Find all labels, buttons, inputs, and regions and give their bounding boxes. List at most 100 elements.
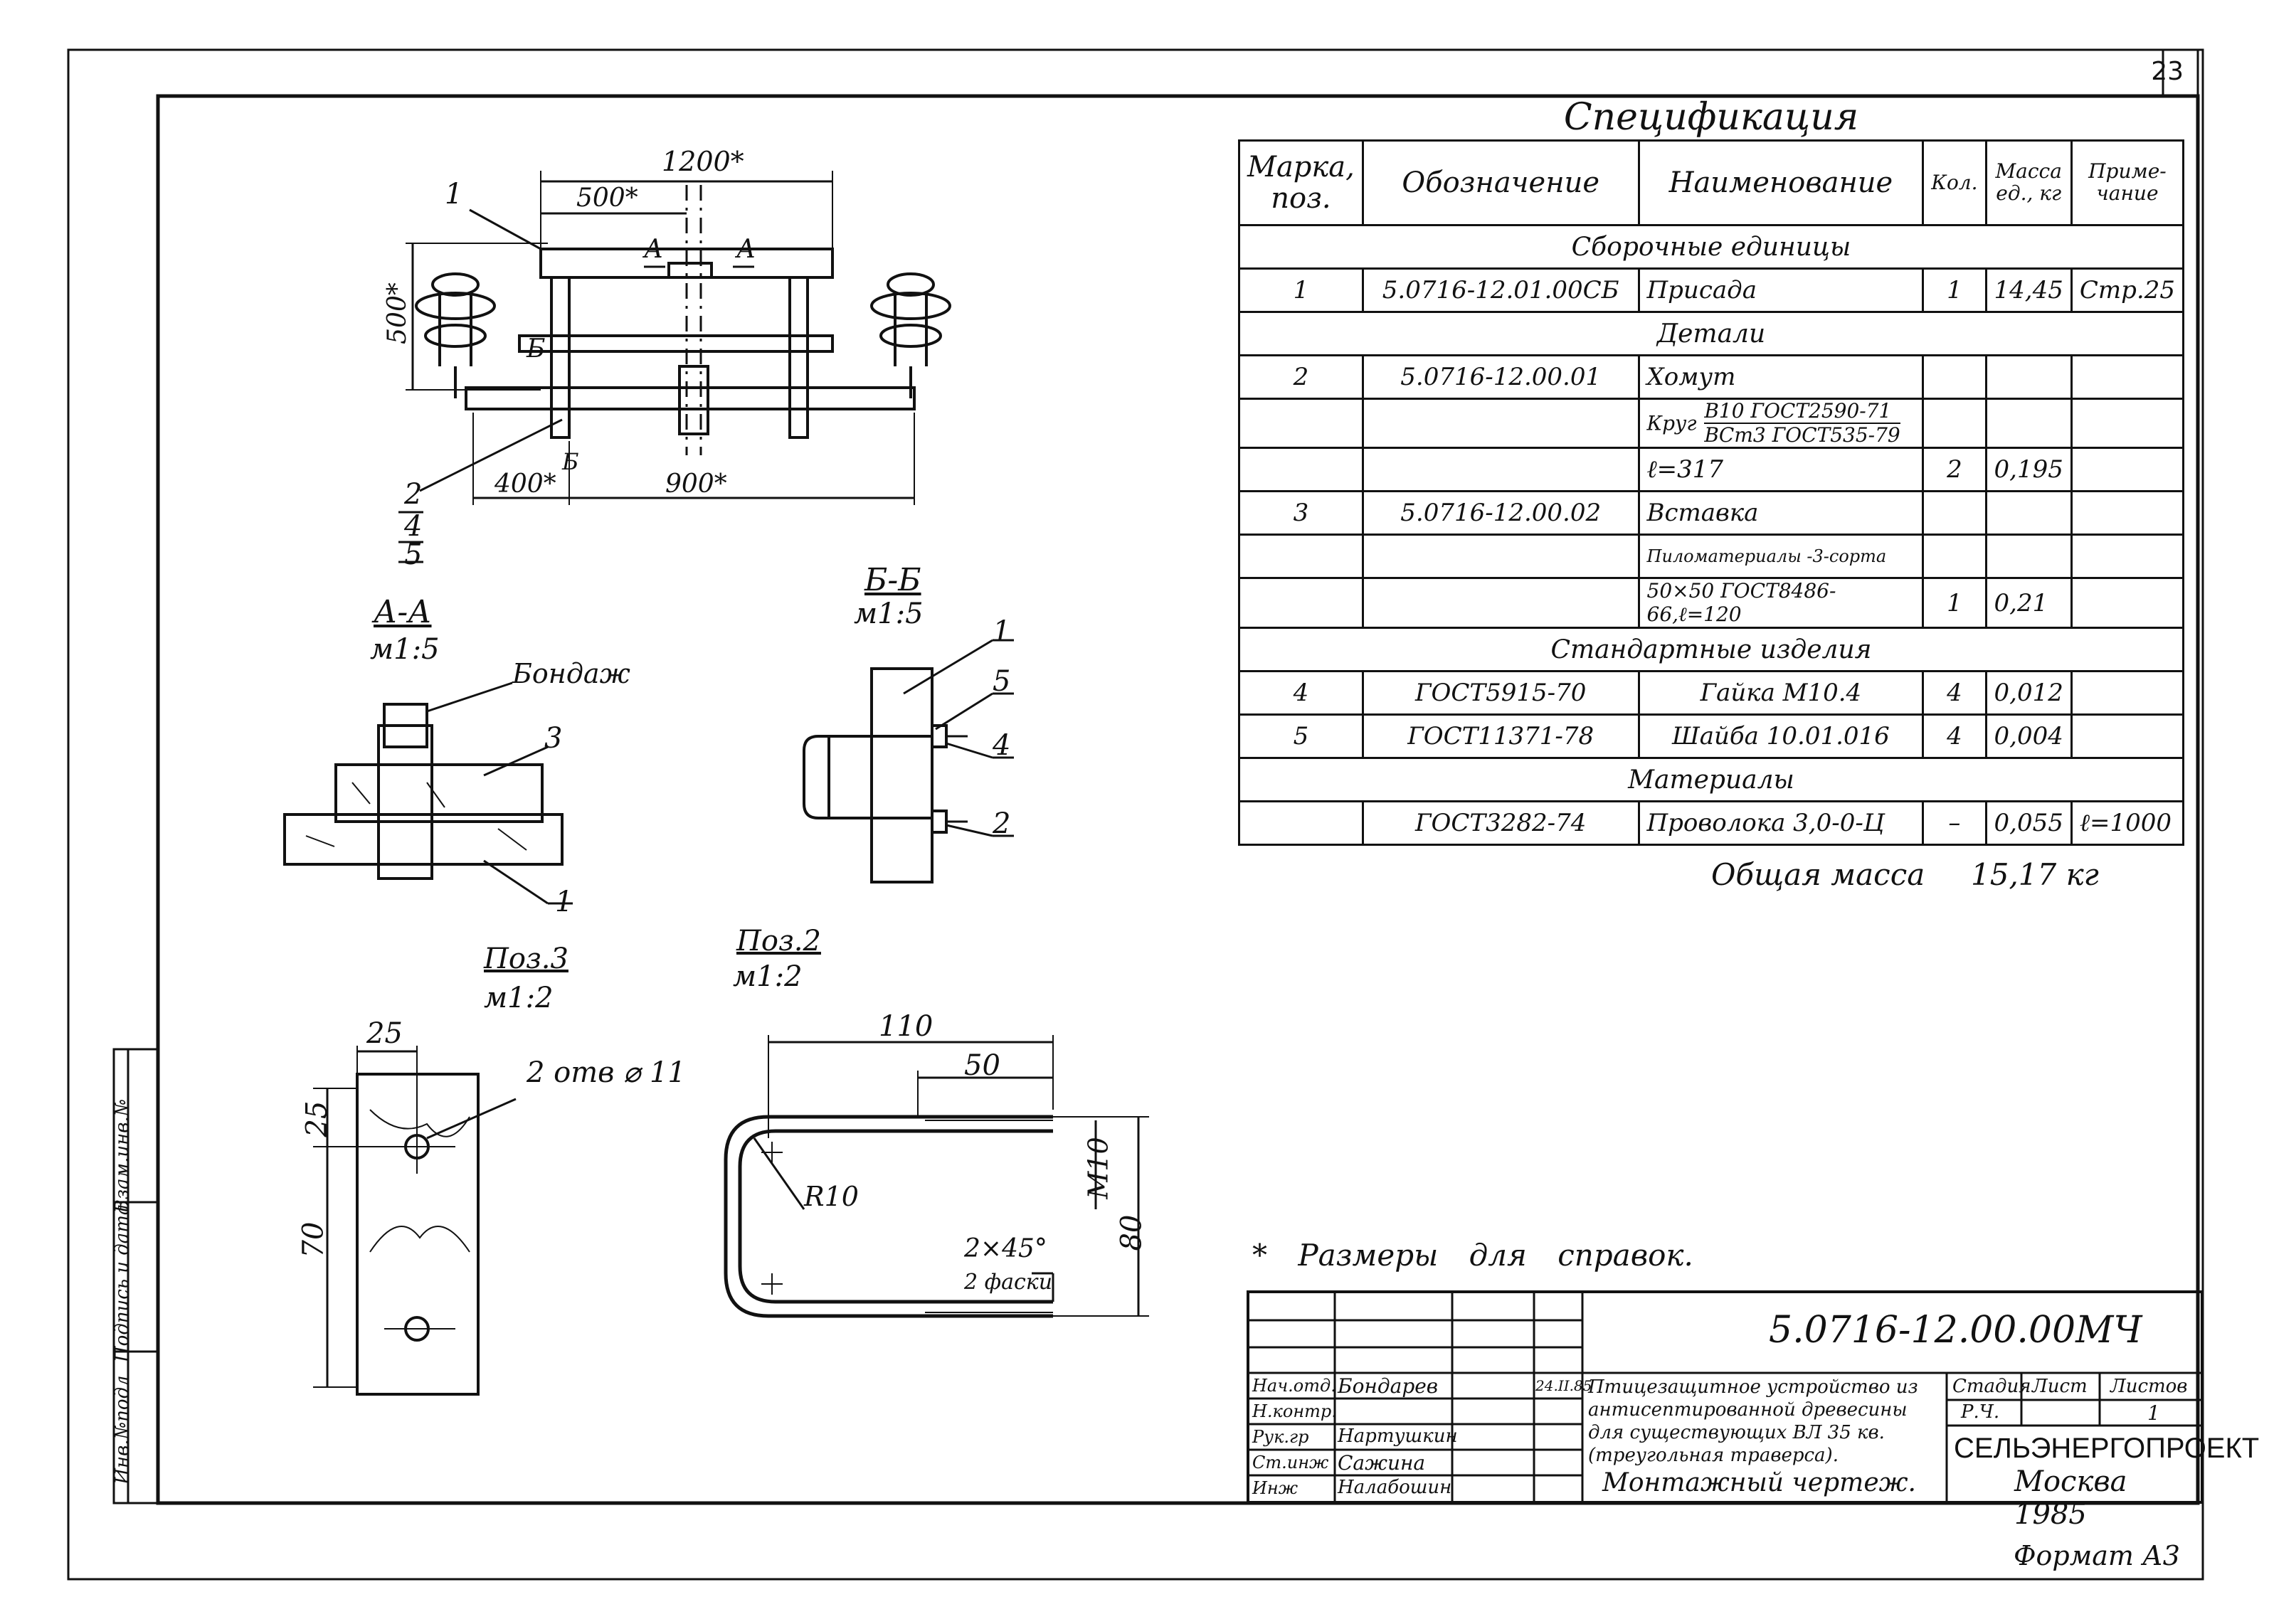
section-standard: Стандартные изделия [1238, 627, 2184, 673]
pos2-thread: 50 [964, 1049, 1000, 1082]
role-name: Бондарев [1338, 1374, 1439, 1398]
row-mass: 0,21 [1984, 577, 2073, 630]
col-mass: Масса ед., кг [1984, 139, 2073, 226]
row-note: Стр.25 [2070, 267, 2185, 313]
aa-pos3: 3 [544, 722, 563, 755]
stamp-sign: Подпись и дата [112, 1204, 133, 1362]
pos3-holes: 2 отв ⌀ 11 [527, 1056, 686, 1089]
pos2-m10: М10 [1082, 1137, 1114, 1199]
label-sec-a2: А [736, 235, 756, 264]
row-name-prefix: Круг [1646, 411, 1697, 435]
row-qty: 1 [1922, 267, 1987, 313]
table-row: Пиломатериалы -3-сорта [1238, 534, 2185, 580]
role-label: Ст.инж [1252, 1453, 1329, 1472]
stamp-inv-podl: Инв.№подл [112, 1375, 133, 1485]
label-pos4: 4 [404, 510, 423, 543]
pos3-length: 70 [297, 1221, 330, 1258]
row-code: ГОСТ3282-74 [1361, 800, 1640, 847]
bb-pos1: 1 [993, 615, 1011, 648]
pos2-height: 80 [1115, 1214, 1148, 1251]
row-mark: 3 [1238, 490, 1364, 536]
table-row: 5 ГОСТ11371-78 Шайба 10.01.016 4 0,004 [1238, 713, 2185, 760]
row-name: Гайка М10.4 [1637, 670, 1925, 716]
row-mass: 0,004 [1984, 713, 2073, 760]
reference-note: * Размеры для справок. [1252, 1238, 1693, 1273]
specification-table: Марка, поз. Обозначение Наименование Кол… [1238, 139, 2185, 847]
row-name: Шайба 10.01.016 [1637, 713, 1925, 760]
role-label: Нач.отд. [1252, 1376, 1336, 1396]
description-2: Монтажный чертеж. [1602, 1468, 1916, 1497]
section-assembly: Сборочные единицы [1238, 224, 2184, 270]
dim-width: 1200* [662, 146, 744, 177]
pos3-title: Поз.3 [484, 943, 568, 975]
stage-label: Стадия [1952, 1376, 2031, 1397]
title-block: 5.0716-12.00.00МЧ Нач.отд. Бондарев 24.I… [1247, 1290, 2259, 1531]
label-sec-a1: А [644, 235, 664, 264]
table-row: 50×50 ГОСТ8486-66,ℓ=120 1 0,21 [1238, 577, 2185, 630]
role-name: Сажина [1338, 1451, 1426, 1475]
row-name: 50×50 ГОСТ8486-66,ℓ=120 [1637, 577, 1925, 630]
row-mass: 14,45 [1984, 267, 2073, 313]
row-name: Пиломатериалы -3-сорта [1637, 534, 1925, 580]
table-row: 4 ГОСТ5915-70 Гайка М10.4 4 0,012 [1238, 670, 2185, 716]
table-row: Круг B10 ГОСТ2590-71 ВСт3 ГОСТ535-79 [1238, 397, 2185, 450]
bb-pos5: 5 [993, 665, 1011, 698]
label-pos2: 2 [404, 478, 423, 511]
row-mark: 4 [1238, 670, 1364, 716]
row-qty: 4 [1922, 713, 1987, 760]
row-name-top: B10 ГОСТ2590-71 [1704, 399, 1900, 425]
role-name: Нартушкин [1338, 1426, 1458, 1447]
row-mass: 0,012 [1984, 670, 2073, 716]
spec-header-row: Марка, поз. Обозначение Наименование Кол… [1238, 139, 2185, 226]
label-sec-b2: Б [562, 448, 579, 475]
bb-pos4: 4 [993, 729, 1011, 762]
table-row: 2 5.0716-12.00.01 Хомут [1238, 354, 2185, 400]
row-name: Хомут [1637, 354, 1925, 400]
total-mass-label: Общая масса [1711, 857, 1925, 892]
pos2-chamfer: 2×45° [964, 1234, 1047, 1263]
col-note: Приме- чание [2070, 139, 2185, 226]
sheets-label: Листов [2110, 1376, 2188, 1397]
pos3-width: 25 [366, 1017, 403, 1050]
table-row: ℓ=317 2 0,195 [1238, 447, 2185, 493]
pos3-scale: м1:2 [484, 982, 554, 1014]
row-mark: 2 [1238, 354, 1364, 400]
table-row: ГОСТ3282-74 Проволока 3,0-0-Ц – 0,055 ℓ=… [1238, 800, 2185, 847]
city-year: Москва 1985 [2014, 1465, 2127, 1531]
row-code: ГОСТ11371-78 [1361, 713, 1640, 760]
row-mark: 1 [1238, 267, 1364, 313]
row-note: ℓ=1000 [2070, 800, 2185, 847]
row-mark: 5 [1238, 713, 1364, 760]
label-pos5: 5 [404, 538, 423, 571]
row-name-fraction: Круг B10 ГОСТ2590-71 ВСт3 ГОСТ535-79 [1637, 397, 1925, 450]
row-mass: 0,195 [1984, 447, 2073, 493]
title-block-grid [1249, 1293, 2201, 1501]
section-details: Детали [1238, 311, 2184, 356]
format-label: Формат А3 [2014, 1540, 2180, 1571]
spec-title: Спецификация [1563, 96, 1859, 139]
row-name: Проволока 3,0-0-Ц [1637, 800, 1925, 847]
row-code: 5.0716-12.00.01 [1361, 354, 1640, 400]
pos2-chamfer-note: 2 фаски [964, 1270, 1053, 1295]
row-code: 5.0716-12.01.00СБ [1361, 267, 1640, 313]
label-sec-b1: Б [527, 334, 546, 363]
col-qty: Кол. [1922, 139, 1987, 226]
label-pos1: 1 [445, 178, 463, 211]
stage-value: Р.Ч. [1961, 1401, 2000, 1423]
row-qty: 4 [1922, 670, 1987, 716]
row-code: 5.0716-12.00.02 [1361, 490, 1640, 536]
row-name: Вставка [1637, 490, 1925, 536]
pos2-scale: м1:2 [733, 960, 803, 993]
row-mass: 0,055 [1984, 800, 2073, 847]
sheet-label: Лист [2032, 1376, 2088, 1397]
org-name: СЕЛЬЭНЕРГОПРОЕКТ [1954, 1433, 2260, 1464]
doc-code: 5.0716-12.00.00МЧ [1769, 1309, 2142, 1352]
col-mark: Марка, поз. [1238, 139, 1364, 226]
aa-bandage: Бондаж [512, 658, 630, 689]
pos2-title: Поз.2 [736, 925, 821, 957]
total-mass-value: 15,17 кг [1971, 857, 2099, 892]
page-number: 23 [2151, 57, 2184, 86]
col-code: Обозначение [1361, 139, 1640, 226]
